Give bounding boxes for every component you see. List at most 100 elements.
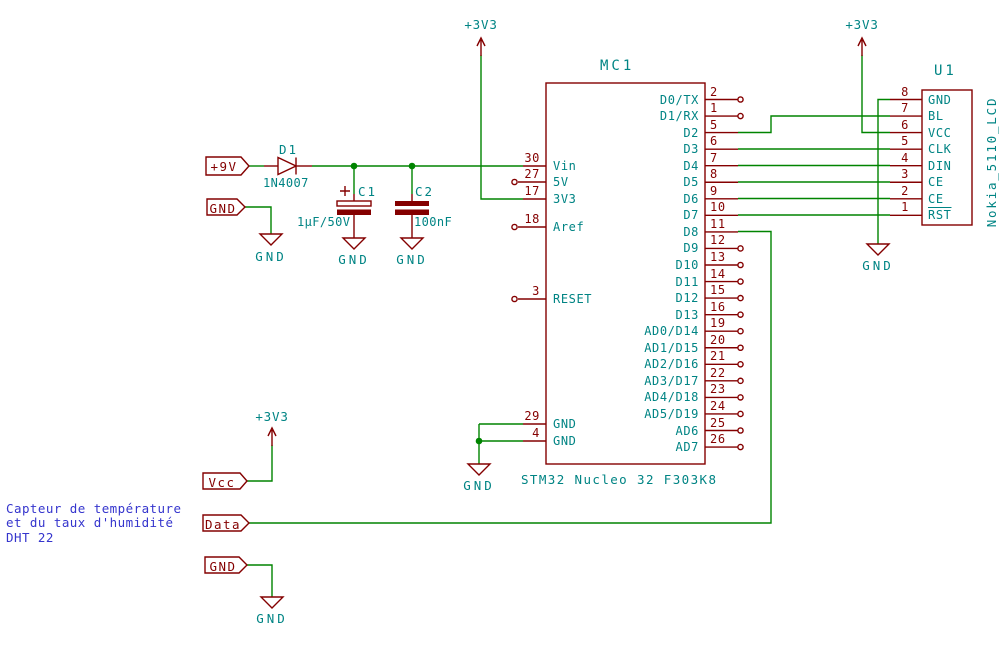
mcu-pin-open-circle-D10 <box>737 261 744 269</box>
flag-gnd-bottom[interactable] <box>204 556 248 574</box>
wire-3v3-to-vcc[interactable] <box>861 55 890 134</box>
mcu-pin-name-AD6: AD6 <box>675 423 699 438</box>
mcu-ref[interactable]: MC1 <box>600 58 635 74</box>
mcu-pin-num-18: 18 <box>524 212 540 226</box>
gnd-label-bottomflag: GND <box>256 611 288 626</box>
gnd-label-c1: GND <box>338 252 370 267</box>
sensor-note-line2: et du taux d'humidité <box>6 515 174 530</box>
junction-c1 <box>350 162 358 170</box>
lcd-pin-name-GND-8: GND <box>928 92 952 107</box>
mcu-pin-num-21: 21 <box>710 349 726 364</box>
mcu-pin-num-1: 1 <box>710 101 718 116</box>
wire-d8-to-data[interactable] <box>249 230 772 524</box>
cap1-ref[interactable]: C1 <box>358 184 378 199</box>
wire-u1gnd-down[interactable] <box>877 98 890 245</box>
lcd-pin-num-6: 6 <box>901 117 909 132</box>
lcd-pin-num-8: 8 <box>901 84 909 99</box>
capacitor-c2-symbol[interactable] <box>395 194 429 238</box>
lcd-value[interactable]: Nokia_5110_LCD <box>984 96 999 228</box>
lcd-pin-num-3: 3 <box>901 167 909 182</box>
mcu-pin-open-circle-Aref <box>511 223 518 231</box>
mcu-pin-name-D13: D13 <box>675 307 699 322</box>
v3v3-symbol-right[interactable] <box>857 36 867 56</box>
global-label-vcc[interactable]: Vcc <box>208 475 236 490</box>
v3v3-label-bottom: +3V3 <box>255 409 289 424</box>
junction-gnd <box>475 437 483 445</box>
gnd-symbol-bottomflag[interactable] <box>259 596 285 609</box>
mcu-pin-open-circle-AD3/D17 <box>737 377 744 385</box>
mcu-pin-name-AD1/D15: AD1/D15 <box>644 340 699 355</box>
mcu-pin-name-AD0/D14: AD0/D14 <box>644 324 699 339</box>
cap1-value[interactable]: 1µF/50V <box>297 215 351 229</box>
v3v3-arrow-bottom <box>267 426 277 446</box>
capacitor-c1-symbol[interactable] <box>336 186 372 238</box>
gnd-symbol-c2[interactable] <box>399 237 425 250</box>
mcu-pin-num-23: 23 <box>710 382 726 397</box>
lcd-pin-num-1: 1 <box>901 200 909 215</box>
flag-vcc[interactable] <box>202 472 248 490</box>
wire-d2-to-bl[interactable] <box>738 115 890 134</box>
mcu-pin-open-circle-D0/TX <box>737 96 744 103</box>
mcu-pin-name-AD2/D16: AD2/D16 <box>644 357 699 372</box>
mcu-pin-num-25: 25 <box>710 415 726 430</box>
wire-3v3-to-pin17[interactable] <box>480 55 523 200</box>
mcu-pin-num-11: 11 <box>710 216 726 231</box>
v3v3-symbol-bottom[interactable] <box>267 426 277 446</box>
diode-symbol[interactable] <box>264 156 312 176</box>
gnd-symbol-topflag[interactable] <box>258 233 284 246</box>
flag-plus9v[interactable] <box>205 156 250 176</box>
mcu-pin-open-circle-D1/RX <box>737 112 744 120</box>
lcd-body[interactable] <box>921 89 973 226</box>
wire-gndflag-bottom[interactable] <box>247 564 273 597</box>
mcu-pin-open-circle-AD5/D19 <box>737 410 744 418</box>
diode-ref[interactable]: D1 <box>279 142 299 157</box>
mcu-pin-name-AD4/D18: AD4/D18 <box>644 390 699 405</box>
gnd-symbol-c1[interactable] <box>341 237 367 250</box>
mcu-pin-num-4: 4 <box>532 426 540 440</box>
wire-vcc-to-3v3[interactable] <box>247 445 273 482</box>
flag-data[interactable] <box>202 514 250 532</box>
mcu-pin-name-GND: GND <box>553 434 577 448</box>
diode-value[interactable]: 1N4007 <box>263 176 309 190</box>
v3v3-symbol-left[interactable] <box>476 36 486 56</box>
global-label-gnd-bottom[interactable]: GND <box>209 559 237 574</box>
mcu-pin-num-16: 16 <box>710 299 726 314</box>
mcu-pin-open-circle-5V <box>511 178 518 186</box>
wire-gndflag-top[interactable] <box>245 206 272 234</box>
global-label-plus9v[interactable]: +9V <box>210 159 238 174</box>
mcu-pin-open-circle-AD2/D16 <box>737 360 744 368</box>
mcu-pin-num-7: 7 <box>710 150 718 165</box>
mcu-pin-name-GND: GND <box>553 417 577 431</box>
mcu-pin-name-D1/RX: D1/RX <box>659 109 699 124</box>
cap2-value[interactable]: 100nF <box>414 215 453 229</box>
mcu-pin-num-17: 17 <box>524 184 540 198</box>
mcu-pin-name-5V: 5V <box>553 175 569 189</box>
mcu-pin-num-26: 26 <box>710 432 726 447</box>
mcu-pin-num-9: 9 <box>710 183 718 198</box>
diode-triangle <box>277 156 298 176</box>
global-label-gnd-top[interactable]: GND <box>209 201 237 216</box>
mcu-pin-name-AD7: AD7 <box>675 440 699 455</box>
v3v3-label-left: +3V3 <box>464 17 498 32</box>
mcu-pin-num-29: 29 <box>524 409 540 423</box>
gnd-symbol-mcu[interactable] <box>466 463 492 476</box>
c2-bottom-plate <box>395 209 429 215</box>
flag-gnd-top[interactable] <box>206 198 246 216</box>
lcd-pin-name-CE-3: CE <box>928 175 944 190</box>
mcu-pin-name-D0/TX: D0/TX <box>659 92 699 107</box>
mcu-body[interactable] <box>545 82 706 465</box>
mcu-value[interactable]: STM32 Nucleo 32 F303K8 <box>521 472 718 487</box>
cap2-ref[interactable]: C2 <box>415 184 435 199</box>
mcu-pin-name-Vin: Vin <box>553 159 577 173</box>
lcd-ref[interactable]: U1 <box>934 63 957 79</box>
global-label-data[interactable]: Data <box>204 517 242 532</box>
mcu-pin-open-circle-RESET <box>511 295 518 303</box>
mcu-pin-num-6: 6 <box>710 134 718 149</box>
mcu-pin-name-D4: D4 <box>683 158 699 173</box>
c1-bottom-plate <box>337 209 371 215</box>
lcd-pin-num-4: 4 <box>901 150 909 165</box>
gnd-symbol-lcd[interactable] <box>865 243 891 256</box>
gnd-label-lcd: GND <box>862 258 894 273</box>
